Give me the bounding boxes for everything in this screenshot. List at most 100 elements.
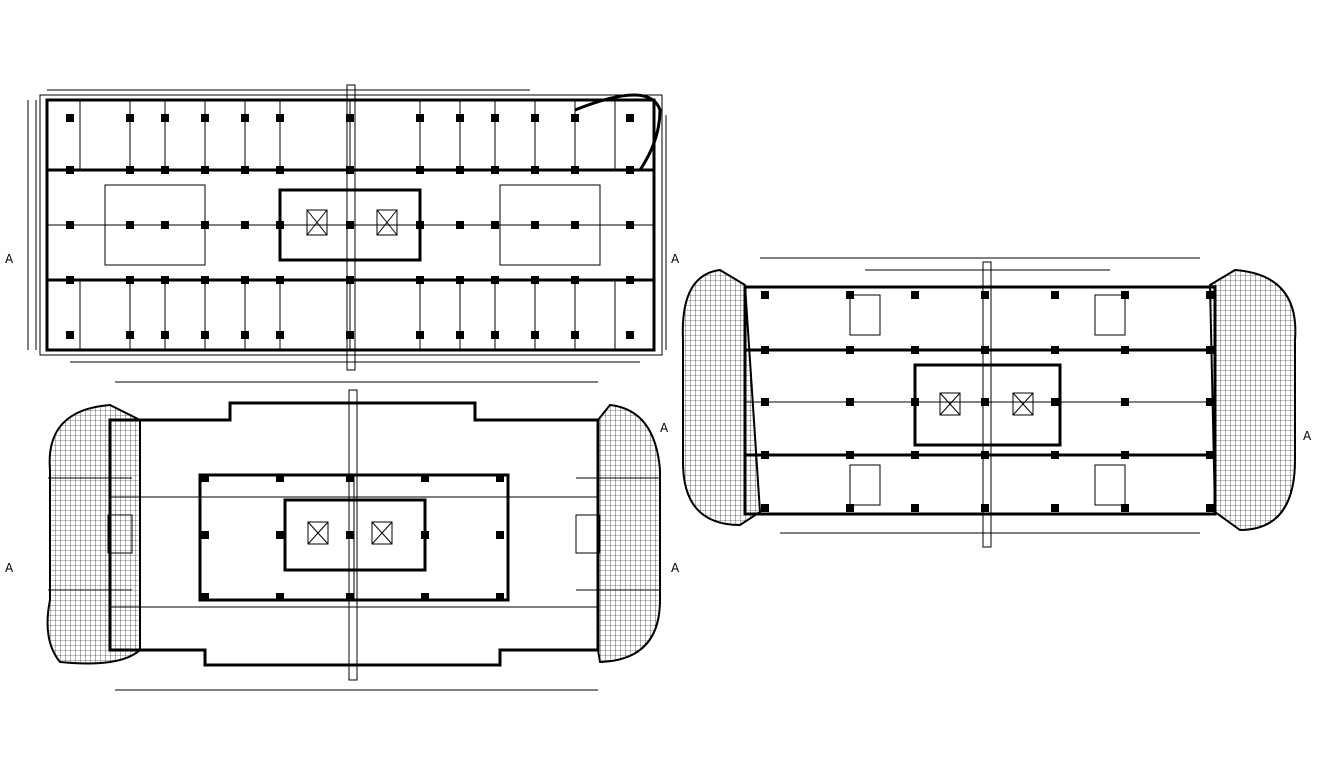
- column: [456, 331, 464, 339]
- column: [346, 331, 354, 339]
- column: [66, 114, 74, 122]
- column: [491, 221, 499, 229]
- column: [626, 221, 634, 229]
- column: [346, 221, 354, 229]
- column: [761, 346, 769, 354]
- column: [66, 276, 74, 284]
- column: [1121, 398, 1129, 406]
- column: [626, 166, 634, 174]
- column: [241, 114, 249, 122]
- column: [496, 531, 504, 539]
- column: [1051, 291, 1059, 299]
- column: [981, 504, 989, 512]
- column: [416, 331, 424, 339]
- column: [416, 166, 424, 174]
- column: [626, 276, 634, 284]
- column: [1121, 291, 1129, 299]
- column: [201, 114, 209, 122]
- section-mark-left: A: [5, 252, 14, 266]
- column: [1121, 346, 1129, 354]
- column: [1206, 398, 1214, 406]
- column: [911, 504, 919, 512]
- column: [201, 593, 209, 601]
- column: [241, 331, 249, 339]
- column: [241, 221, 249, 229]
- plan-top-left: A A: [5, 84, 680, 371]
- column: [761, 291, 769, 299]
- column: [1121, 451, 1129, 459]
- column: [161, 166, 169, 174]
- column: [491, 166, 499, 174]
- column: [456, 166, 464, 174]
- column: [531, 166, 539, 174]
- plan-right: A A: [660, 257, 1312, 548]
- column: [66, 331, 74, 339]
- column: [531, 114, 539, 122]
- section-mark-right: A: [1303, 429, 1312, 443]
- column: [416, 221, 424, 229]
- column: [531, 221, 539, 229]
- column: [201, 474, 209, 482]
- column: [126, 331, 134, 339]
- column: [1051, 504, 1059, 512]
- column: [346, 593, 354, 601]
- column: [846, 398, 854, 406]
- column: [846, 451, 854, 459]
- column: [846, 504, 854, 512]
- column: [161, 331, 169, 339]
- column: [1121, 504, 1129, 512]
- section-mark-right: A: [671, 252, 680, 266]
- plan-bottom-left: A A: [5, 381, 680, 691]
- column: [66, 221, 74, 229]
- column: [161, 221, 169, 229]
- column: [241, 166, 249, 174]
- column: [981, 346, 989, 354]
- column: [126, 221, 134, 229]
- column: [761, 504, 769, 512]
- column: [456, 276, 464, 284]
- column: [276, 593, 284, 601]
- column: [276, 166, 284, 174]
- column: [346, 531, 354, 539]
- section-mark-right: A: [671, 561, 680, 575]
- column: [981, 451, 989, 459]
- column: [496, 593, 504, 601]
- column: [421, 531, 429, 539]
- column: [571, 221, 579, 229]
- column: [416, 114, 424, 122]
- column: [201, 276, 209, 284]
- column: [201, 221, 209, 229]
- column: [346, 114, 354, 122]
- column: [531, 331, 539, 339]
- column: [911, 346, 919, 354]
- column: [1206, 451, 1214, 459]
- column: [981, 398, 989, 406]
- column: [571, 166, 579, 174]
- column: [1206, 504, 1214, 512]
- section-mark-left: A: [5, 561, 14, 575]
- column: [201, 166, 209, 174]
- column: [911, 451, 919, 459]
- column: [491, 114, 499, 122]
- column: [626, 114, 634, 122]
- column: [571, 331, 579, 339]
- column: [126, 114, 134, 122]
- column: [241, 276, 249, 284]
- column: [346, 474, 354, 482]
- column: [846, 291, 854, 299]
- column: [981, 291, 989, 299]
- column: [161, 114, 169, 122]
- column: [66, 166, 74, 174]
- column: [491, 331, 499, 339]
- column: [531, 276, 539, 284]
- column: [491, 276, 499, 284]
- column: [276, 531, 284, 539]
- column: [1206, 291, 1214, 299]
- column: [626, 331, 634, 339]
- column: [421, 593, 429, 601]
- column: [161, 276, 169, 284]
- column: [201, 531, 209, 539]
- section-mark-left: A: [660, 421, 669, 435]
- column: [1051, 398, 1059, 406]
